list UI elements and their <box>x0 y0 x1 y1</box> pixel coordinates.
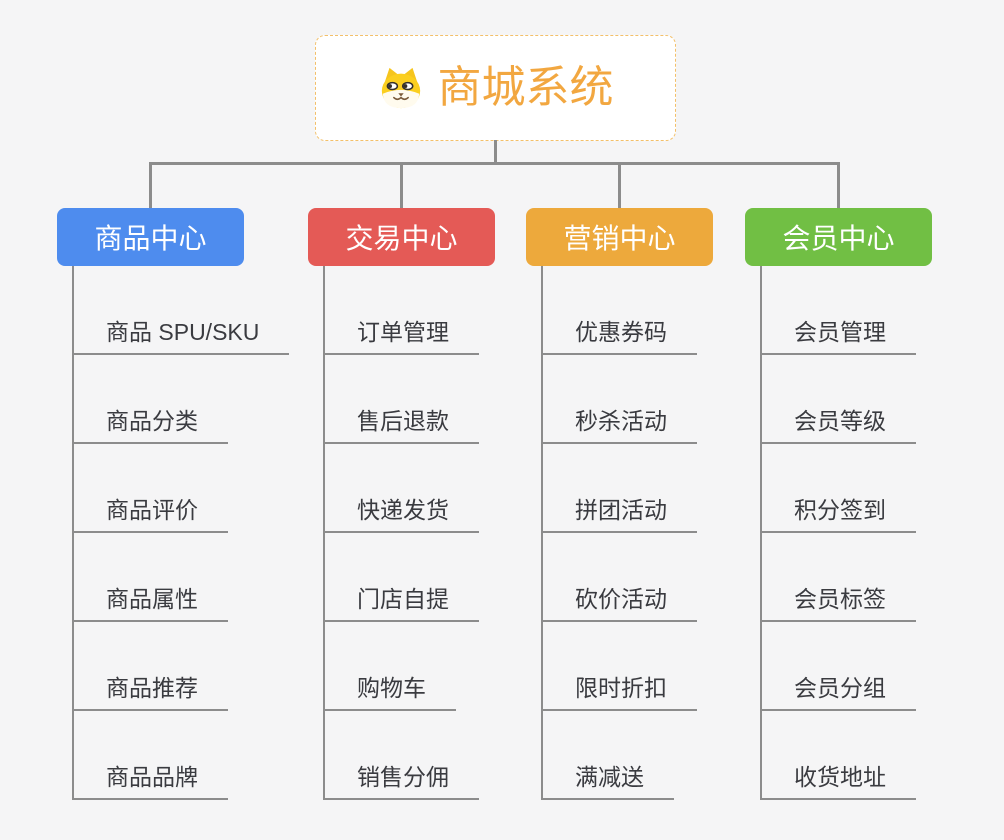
topic-label: 销售分佣 <box>325 758 479 800</box>
topic-label: 门店自提 <box>325 580 479 622</box>
topic-label: 商品属性 <box>74 580 228 622</box>
topic-label: 秒杀活动 <box>543 402 697 444</box>
topic-node[interactable]: 会员标签 <box>762 533 916 622</box>
root-title: 商城系统 <box>437 63 614 112</box>
topic-node[interactable]: 门店自提 <box>325 533 479 622</box>
topic-node[interactable]: 拼团活动 <box>543 444 697 533</box>
topic-node[interactable]: 商品品牌 <box>74 711 289 800</box>
topic-node[interactable]: 商品属性 <box>74 533 289 622</box>
topic-node[interactable]: 商品 SPU/SKU <box>74 266 290 355</box>
topic-label: 会员管理 <box>762 313 916 355</box>
topic-node[interactable]: 快递发货 <box>325 444 479 533</box>
topic-node[interactable]: 购物车 <box>325 622 479 711</box>
branch-box-product-center[interactable]: 商品中心 <box>57 208 244 266</box>
topic-node[interactable]: 商品评价 <box>74 444 289 533</box>
topic-node[interactable]: 优惠券码 <box>543 266 697 355</box>
branch-member-center: 会员中心 会员管理 会员等级 积分签到 会员标签 会员分组 收货地址 <box>745 208 932 800</box>
topic-node[interactable]: 销售分佣 <box>325 711 479 800</box>
branch-trade-center: 交易中心 订单管理 售后退款 快递发货 门店自提 购物车 销售分佣 <box>308 208 495 800</box>
topic-label: 砍价活动 <box>543 580 697 622</box>
topic-node[interactable]: 会员管理 <box>762 266 916 355</box>
topic-label: 购物车 <box>325 669 456 711</box>
topic-node[interactable]: 商品推荐 <box>74 622 289 711</box>
topic-node[interactable]: 会员分组 <box>762 622 916 711</box>
topic-label: 商品品牌 <box>74 758 228 800</box>
topic-node[interactable]: 售后退款 <box>325 355 479 444</box>
branch-children-marketing-center: 优惠券码 秒杀活动 拼团活动 砍价活动 限时折扣 满减送 <box>541 266 697 800</box>
branch-box-marketing-center[interactable]: 营销中心 <box>526 208 713 266</box>
topic-label: 优惠券码 <box>543 313 697 355</box>
topic-label: 限时折扣 <box>543 669 697 711</box>
topic-label: 商品 SPU/SKU <box>74 313 290 355</box>
topic-node[interactable]: 秒杀活动 <box>543 355 697 444</box>
topic-label: 快递发货 <box>325 491 479 533</box>
topic-node[interactable]: 砍价活动 <box>543 533 697 622</box>
topic-label: 会员等级 <box>762 402 916 444</box>
topic-node[interactable]: 订单管理 <box>325 266 479 355</box>
dog-face-icon <box>381 67 420 109</box>
branch-marketing-center: 营销中心 优惠券码 秒杀活动 拼团活动 砍价活动 限时折扣 满减送 <box>526 208 713 800</box>
connector-drop-marketing-center <box>618 162 621 208</box>
connector-drop-trade-center <box>400 162 403 208</box>
topic-label: 订单管理 <box>325 313 479 355</box>
topic-label: 会员分组 <box>762 669 916 711</box>
branch-children-trade-center: 订单管理 售后退款 快递发货 门店自提 购物车 销售分佣 <box>323 266 479 800</box>
connector-drop-member-center <box>837 162 840 208</box>
topic-label: 售后退款 <box>325 402 479 444</box>
branch-product-center: 商品中心 商品 SPU/SKU 商品分类 商品评价 商品属性 商品推荐 商品品牌 <box>57 208 290 800</box>
topic-node[interactable]: 收货地址 <box>762 711 916 800</box>
branch-children-member-center: 会员管理 会员等级 积分签到 会员标签 会员分组 收货地址 <box>760 266 916 800</box>
topic-label: 商品分类 <box>74 402 228 444</box>
topic-node[interactable]: 积分签到 <box>762 444 916 533</box>
topic-label: 商品评价 <box>74 491 228 533</box>
topic-node[interactable]: 商品分类 <box>74 355 289 444</box>
branch-children-product-center: 商品 SPU/SKU 商品分类 商品评价 商品属性 商品推荐 商品品牌 <box>72 266 290 800</box>
topic-label: 收货地址 <box>762 758 916 800</box>
topic-node[interactable]: 会员等级 <box>762 355 916 444</box>
connector-drop-product-center <box>149 162 152 208</box>
topic-label: 拼团活动 <box>543 491 697 533</box>
topic-node[interactable]: 满减送 <box>543 711 697 800</box>
connector-bus <box>149 162 840 165</box>
topic-label: 会员标签 <box>762 580 916 622</box>
connector-root-stub <box>494 140 497 162</box>
root-node-mall-system[interactable]: 商城系统 <box>315 35 676 141</box>
topic-label: 满减送 <box>543 758 674 800</box>
topic-label: 商品推荐 <box>74 669 228 711</box>
branch-box-trade-center[interactable]: 交易中心 <box>308 208 495 266</box>
branch-box-member-center[interactable]: 会员中心 <box>745 208 932 266</box>
topic-label: 积分签到 <box>762 491 916 533</box>
topic-node[interactable]: 限时折扣 <box>543 622 697 711</box>
